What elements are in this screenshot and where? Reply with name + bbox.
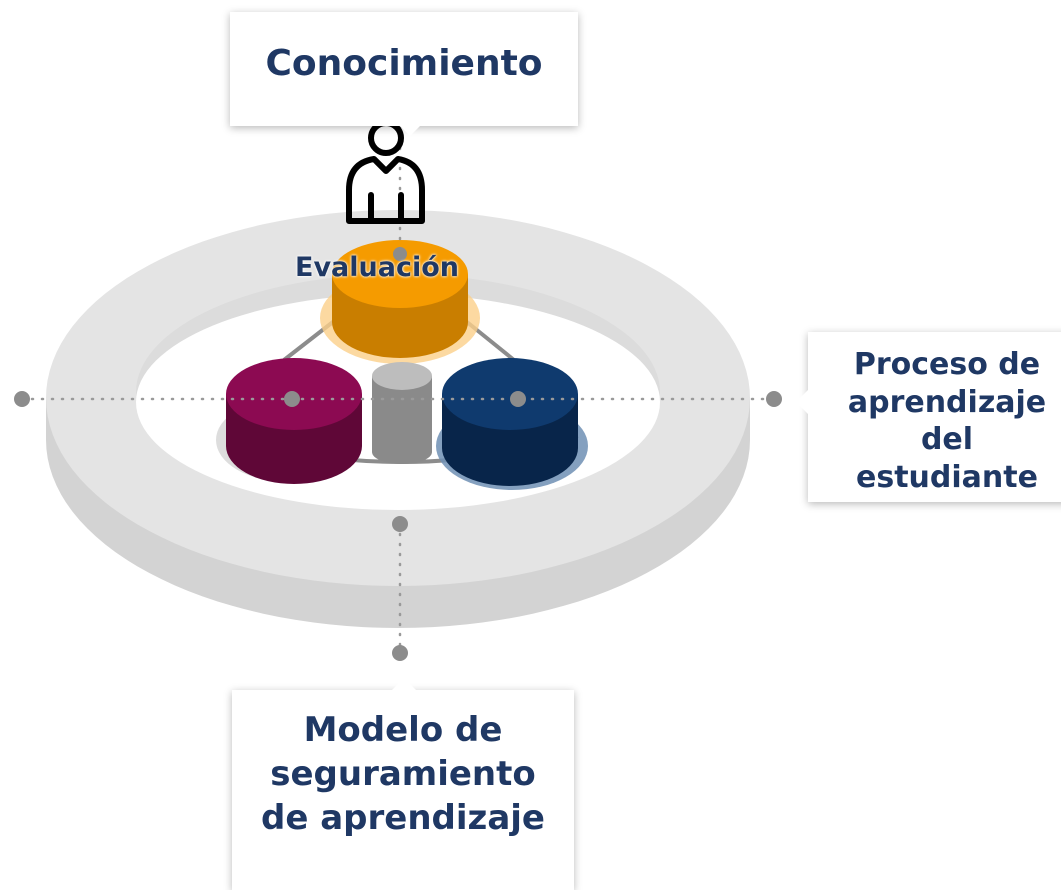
callout-conocimiento: Conocimiento bbox=[230, 12, 578, 136]
anchor-dot-navy bbox=[510, 391, 526, 407]
callout-conocimiento-text: Conocimiento bbox=[265, 43, 543, 84]
callout-tail bbox=[400, 126, 420, 136]
person-icon bbox=[346, 120, 425, 224]
anchor-dots bbox=[14, 247, 782, 661]
anchor-dot-magenta bbox=[284, 391, 300, 407]
anchor-dot-left bbox=[14, 391, 30, 407]
orange-cylinder bbox=[320, 240, 480, 364]
callout-tail bbox=[392, 678, 416, 690]
magenta-cylinder bbox=[216, 358, 362, 484]
evaluacion-label: Evaluación bbox=[295, 252, 459, 283]
anchor-dot-top bbox=[393, 247, 407, 261]
navy-cylinder bbox=[436, 358, 588, 490]
anchor-dot-right bbox=[766, 391, 782, 407]
anchor-dot-bottom bbox=[392, 645, 408, 661]
gray-cylinder bbox=[372, 362, 432, 464]
anchor-dot-ring bbox=[392, 516, 408, 532]
callout-tail bbox=[796, 390, 808, 414]
